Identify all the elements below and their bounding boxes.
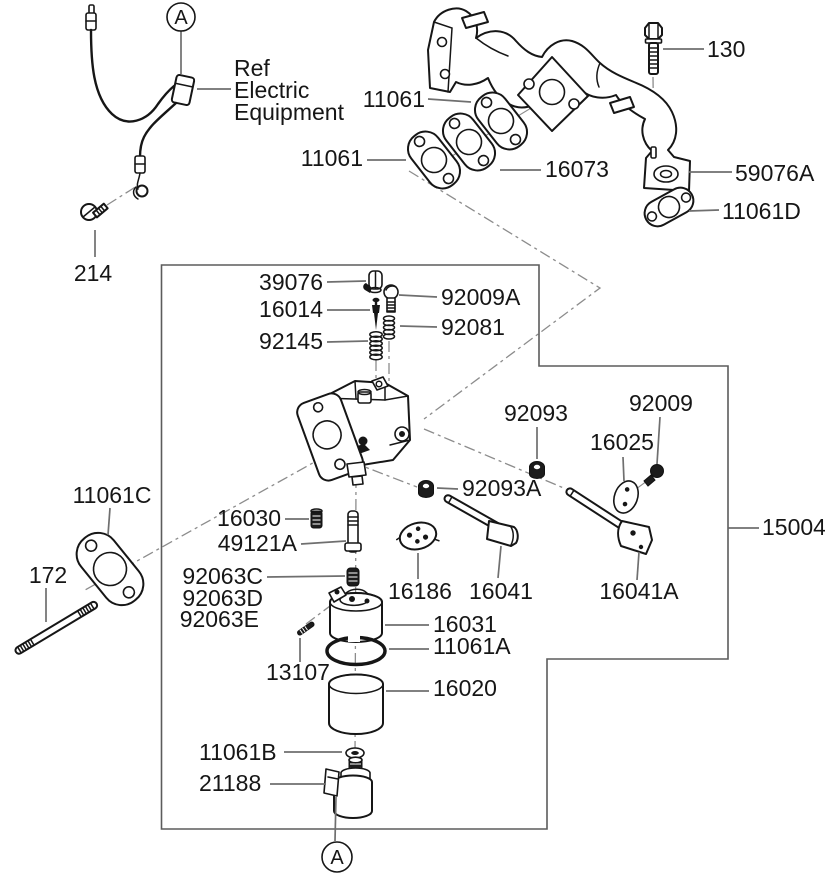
pilot-parts-drawing bbox=[363, 270, 399, 361]
pin-13107-drawing bbox=[297, 621, 315, 636]
ref-note-line-3: Equipment bbox=[234, 99, 345, 125]
gasket-11061-row-drawing bbox=[406, 91, 529, 190]
part-label-11061d: 11061D bbox=[722, 198, 801, 224]
part-label-16025: 16025 bbox=[590, 429, 654, 455]
solenoid-21188-drawing bbox=[323, 756, 373, 819]
part-label-11061b: 11061B bbox=[199, 739, 277, 765]
float-cup-16020-drawing bbox=[328, 673, 384, 735]
assembly-outline-box bbox=[160, 264, 729, 830]
part-label-11061-top: 11061 bbox=[363, 86, 425, 112]
stud-172-drawing bbox=[14, 600, 99, 655]
part-label-92063d: 92063D bbox=[182, 585, 263, 611]
bolt-130-drawing bbox=[644, 22, 663, 75]
part-label-16186: 16186 bbox=[388, 578, 452, 604]
view-marker-bottom-letter: A bbox=[330, 847, 344, 869]
part-label-214: 214 bbox=[74, 260, 113, 286]
part-label-130: 130 bbox=[707, 36, 745, 62]
part-label-16031: 16031 bbox=[433, 611, 497, 637]
part-label-92009a: 92009A bbox=[441, 284, 521, 310]
part-label-16020: 16020 bbox=[433, 675, 497, 701]
part-label-13107: 13107 bbox=[266, 659, 330, 685]
plate-16025-drawing bbox=[613, 480, 639, 514]
part-label-92063c: 92063C bbox=[182, 563, 263, 589]
gasket-11061d-drawing bbox=[643, 186, 695, 228]
part-label-59076a: 59076A bbox=[735, 160, 815, 186]
spring-92145-drawing bbox=[369, 330, 383, 361]
part-label-15004: 15004 bbox=[762, 514, 825, 540]
part-label-16030: 16030 bbox=[217, 505, 281, 531]
part-label-92093a: 92093A bbox=[462, 475, 542, 501]
part-label-49121a: 49121A bbox=[218, 530, 298, 556]
part-label-21188: 21188 bbox=[199, 770, 261, 796]
view-marker-top-letter: A bbox=[174, 7, 188, 29]
carburetor-body-drawing bbox=[296, 376, 411, 486]
part-label-11061-left: 11061 bbox=[301, 145, 363, 171]
view-marker-top: A bbox=[166, 2, 196, 32]
part-label-92009: 92009 bbox=[629, 390, 693, 416]
part-label-39076: 39076 bbox=[259, 269, 323, 295]
part-label-172: 172 bbox=[29, 562, 67, 588]
part-label-92093: 92093 bbox=[504, 400, 568, 426]
jet-parts-drawing bbox=[297, 508, 362, 636]
part-label-16041a: 16041A bbox=[599, 578, 679, 604]
part-label-92145: 92145 bbox=[259, 328, 323, 354]
part-label-16073: 16073 bbox=[545, 156, 609, 182]
screw-214-drawing bbox=[80, 202, 109, 221]
throttle-hardware-drawing bbox=[395, 461, 664, 555]
part-labels: 214 11061 11061 16073 130 59076A 11061D … bbox=[29, 36, 825, 796]
stop-switch-cable-drawing bbox=[85, 4, 196, 200]
gasket-11061c-drawing bbox=[75, 531, 145, 607]
ref-note-line-1: Ref bbox=[234, 55, 270, 81]
part-label-92081: 92081 bbox=[441, 314, 505, 340]
reference-note: Ref Electric Equipment bbox=[234, 55, 345, 125]
ref-note-line-2: Electric bbox=[234, 77, 309, 103]
part-label-16014: 16014 bbox=[259, 296, 323, 322]
manifold-drawing bbox=[427, 7, 691, 192]
leader-lines bbox=[45, 31, 759, 842]
part-label-16041: 16041 bbox=[469, 578, 533, 604]
float-chamber-drawing bbox=[323, 586, 387, 819]
part-label-11061a: 11061A bbox=[433, 633, 511, 659]
throttle-plate-16186-drawing bbox=[395, 521, 440, 551]
part-label-11061c: 11061C bbox=[73, 482, 152, 508]
view-marker-bottom: A bbox=[321, 841, 353, 873]
spring-92081-drawing bbox=[382, 315, 396, 340]
part-label-92063e: 92063E bbox=[180, 606, 259, 632]
